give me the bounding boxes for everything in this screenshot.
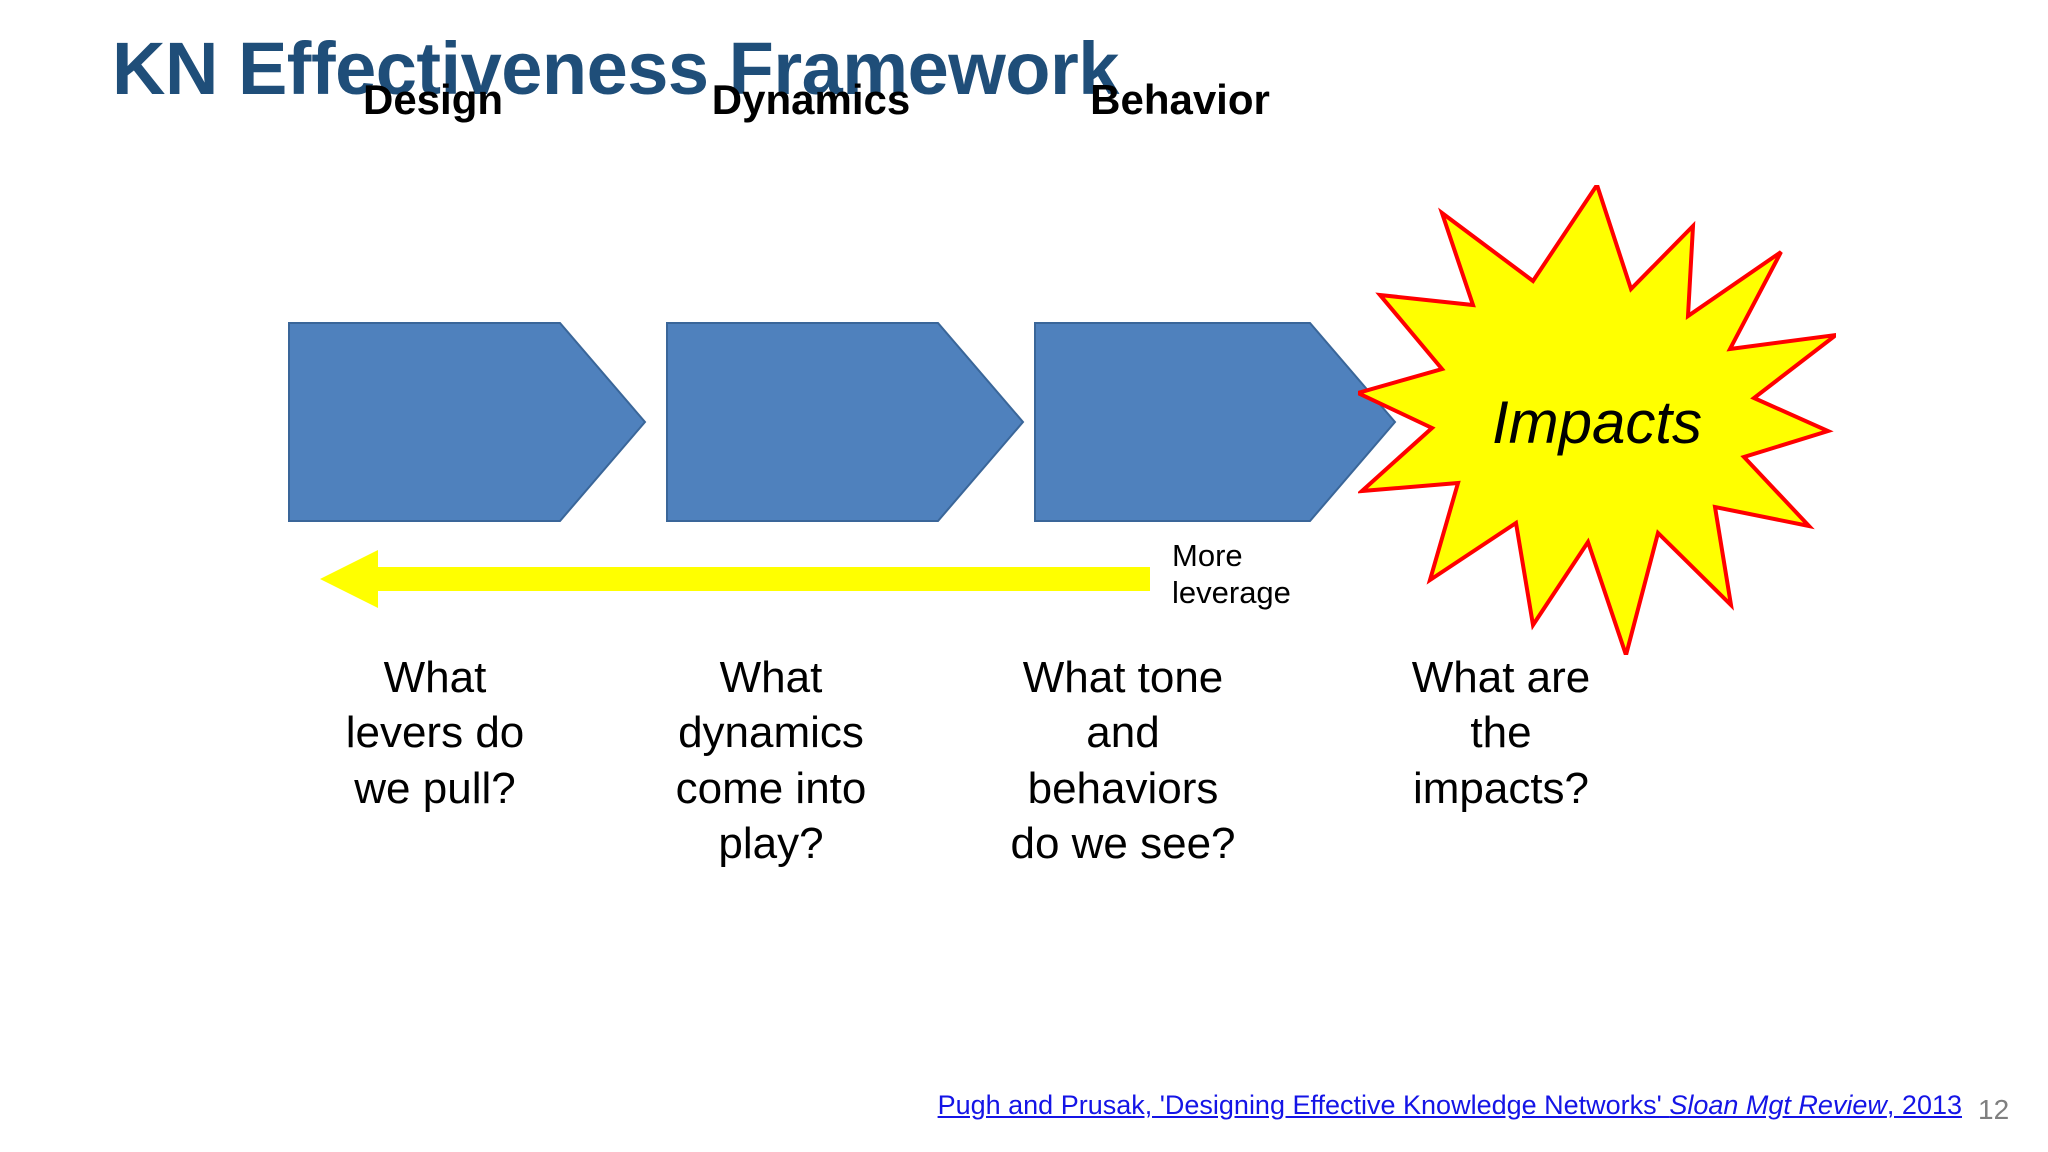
more-leverage-caption: More leverage: [1172, 538, 1372, 611]
question-line: the: [1470, 708, 1532, 758]
question-line: come into: [675, 763, 867, 813]
page-title: KN Effectiveness Framework: [112, 27, 1119, 110]
impacts-starburst[interactable]: [1358, 185, 1836, 655]
flow-stage-dynamics[interactable]: [666, 322, 1025, 522]
starburst-shape-icon: [1358, 185, 1836, 655]
source-citation[interactable]: Pugh and Prusak, 'Designing Effective Kn…: [0, 1090, 1962, 1121]
left-arrow-icon: [320, 550, 1150, 608]
question-column-dynamics: What dynamics come into play?: [618, 650, 924, 872]
question-line: What: [383, 653, 487, 702]
citation-link-text[interactable]: Pugh and Prusak, 'Designing Effective Kn…: [937, 1090, 1670, 1120]
chevron-shape-icon: [288, 322, 647, 522]
chevron-shape-icon: [1034, 322, 1397, 522]
flow-stage-design[interactable]: [288, 322, 647, 522]
page-number: 12: [1978, 1094, 2010, 1125]
question-line: and: [1086, 708, 1160, 758]
question-line: levers do: [345, 708, 525, 758]
more-leverage-line-1: More: [1172, 538, 1243, 573]
question-line: play?: [718, 819, 824, 869]
question-line: impacts?: [1412, 763, 1590, 813]
question-line: What: [719, 653, 823, 702]
question-column-design: What levers do we pull?: [282, 650, 588, 816]
question-line: do we see?: [1010, 819, 1236, 869]
citation-link-journal[interactable]: Sloan Mgt Review: [1669, 1090, 1887, 1120]
flow-stage-behavior[interactable]: [1034, 322, 1397, 522]
question-column-impacts: What are the impacts?: [1330, 650, 1672, 816]
question-column-behavior: What tone and behaviors do we see?: [952, 650, 1294, 872]
question-line: What tone: [1022, 653, 1224, 702]
chevron-shape-icon: [666, 322, 1025, 522]
question-line: dynamics: [678, 708, 864, 758]
question-line: we pull?: [354, 763, 516, 813]
citation-link-year[interactable]: , 2013: [1886, 1090, 1962, 1120]
more-leverage-arrow-icon: [320, 550, 1150, 608]
question-line: What are: [1411, 653, 1591, 702]
question-line: behaviors: [1027, 763, 1219, 813]
more-leverage-line-2: leverage: [1172, 574, 1291, 610]
